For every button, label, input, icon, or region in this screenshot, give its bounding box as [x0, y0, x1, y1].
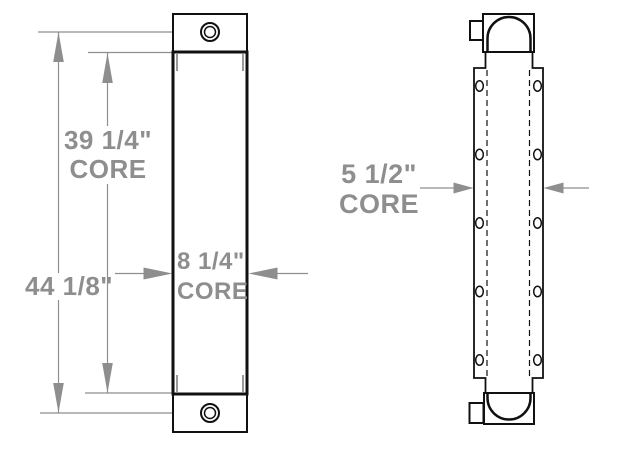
core-depth-dimension-label: 5 1/2" CORE [338, 159, 420, 219]
side-core-hidden-lines [486, 70, 531, 376]
front-core [171, 50, 249, 396]
dimension-linework [38, 31, 589, 414]
bolt-hole [532, 285, 543, 298]
arrowhead-up-core-height-icon [102, 53, 113, 83]
side-top-dome [486, 15, 532, 52]
side-flange-right-outline [531, 52, 544, 393]
bolt-hole [532, 148, 543, 161]
bolt-hole [474, 216, 485, 230]
arrowhead-left-core-depth-icon [543, 182, 564, 194]
side-bottom-fitting-tab [468, 402, 485, 424]
side-view [468, 13, 544, 425]
side-top-tank [482, 13, 535, 53]
core-width-dimension-label: 8 1/4" CORE [176, 247, 249, 307]
bolt-hole [532, 353, 543, 367]
front-top-hole-inner [203, 25, 217, 39]
side-flange-bolt-holes [474, 79, 543, 367]
bolt-hole [474, 79, 485, 93]
core-depth-value: 5 1/2" [341, 159, 417, 189]
bolt-hole [474, 285, 485, 298]
front-bottom-hole-inner [203, 406, 217, 420]
side-bottom-dome [486, 393, 532, 421]
arrowhead-down-overall-icon [53, 383, 64, 413]
side-top-fitting-tab [469, 20, 484, 41]
bolt-hole [474, 148, 485, 161]
overall-height-dimension-label: 44 1/8" [24, 271, 114, 301]
arrowhead-down-core-height-icon [102, 363, 113, 393]
arrowhead-right-core-width-icon [143, 267, 173, 280]
bolt-hole [474, 353, 485, 367]
front-view [171, 13, 249, 433]
core-depth-word: CORE [339, 189, 420, 219]
core-width-word: CORE [177, 278, 249, 305]
core-height-dimension-label: 39 1/4" CORE [62, 126, 154, 184]
core-height-value: 39 1/4" [63, 125, 153, 155]
overall-height-value: 44 1/8" [25, 271, 114, 301]
bolt-hole [532, 216, 543, 230]
dimension-arrowheads [53, 32, 564, 413]
bolt-hole [532, 79, 543, 93]
core-width-value: 8 1/4" [177, 248, 245, 275]
front-core-corner-ticks [176, 54, 244, 392]
arrowhead-right-core-depth-icon [453, 182, 474, 194]
arrowhead-up-overall-icon [53, 32, 64, 62]
side-flange-left-outline [473, 52, 487, 393]
arrowhead-left-core-width-icon [248, 267, 278, 280]
core-height-word: CORE [69, 154, 147, 184]
